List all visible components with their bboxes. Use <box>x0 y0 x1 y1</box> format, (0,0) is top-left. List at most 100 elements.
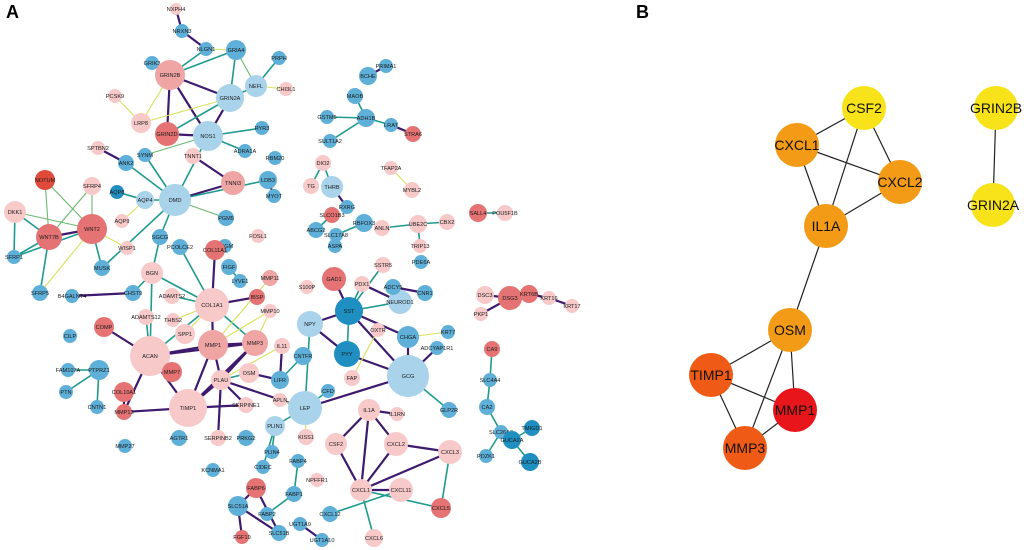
node-cxcl2[interactable]: CXCL2 <box>384 432 408 456</box>
node-trip13[interactable]: TRIP13 <box>411 239 430 253</box>
node-sptbn2[interactable]: SPTBN2 <box>87 141 109 155</box>
node-aspa[interactable]: ASPA <box>328 239 343 253</box>
node-krt6b[interactable]: KRT6B <box>520 285 538 303</box>
node-pcolce2[interactable]: PCOLCE2 <box>167 239 193 255</box>
node-sult1a2[interactable]: SULT1A2 <box>318 134 342 148</box>
node-adra1a[interactable]: ADRA1A <box>234 144 257 158</box>
node-thbs2[interactable]: THBS2 <box>164 313 182 327</box>
node-il1rn[interactable]: IL1RN <box>389 407 405 421</box>
node-comp[interactable]: COMP <box>94 317 114 337</box>
node-acan[interactable]: ACAN <box>130 336 170 376</box>
node-pcsk9[interactable]: PCSK9 <box>106 89 124 103</box>
node-il11[interactable]: IL11 <box>274 338 290 354</box>
node-adamts2[interactable]: ADAMTS2 <box>159 288 185 304</box>
node-cxcl1[interactable]: CXCL1 <box>774 123 820 167</box>
node-serpine1[interactable]: SERPINE1 <box>232 397 260 413</box>
node-lep[interactable]: LEP <box>288 391 322 425</box>
node-tnni3[interactable]: TNNI3 <box>221 171 245 195</box>
node-mmp13[interactable]: MMP13 <box>114 404 134 420</box>
node-myot[interactable]: MYOT <box>266 189 283 203</box>
node-timp1[interactable]: TIMP1 <box>689 353 733 397</box>
node-plau[interactable]: PLAU <box>211 370 231 390</box>
node-col10a1[interactable]: COL10A1 <box>112 382 137 402</box>
node-slc51a[interactable]: SLC51A <box>228 496 249 516</box>
node-lifr[interactable]: LIFR <box>271 371 289 389</box>
node-fap[interactable]: FAP <box>344 370 360 386</box>
node-sgcg[interactable]: SGCG <box>152 229 168 245</box>
node-chga[interactable]: CHGA <box>397 326 419 348</box>
node-thrb[interactable]: THRB <box>321 176 343 198</box>
node-mybl2[interactable]: MYBL2 <box>403 182 421 198</box>
node-sall4[interactable]: SALL4 <box>469 204 487 222</box>
node-cidec[interactable]: CIDEC <box>254 460 272 474</box>
node-pou5f1b[interactable]: POU5F1B <box>492 205 518 221</box>
node-chst9[interactable]: CHST9 <box>124 285 142 301</box>
node-gria4[interactable]: GRIA4 <box>226 40 246 60</box>
node-mmp27[interactable]: MMP27 <box>115 439 135 453</box>
node-ptprz1[interactable]: PTPRZ1 <box>88 360 110 380</box>
node-agtr1[interactable]: AGTR1 <box>170 430 189 446</box>
node-csf2[interactable]: CSF2 <box>325 433 347 455</box>
node-nrxn3[interactable]: NRXN3 <box>173 24 192 38</box>
node-bche[interactable]: BCHE <box>359 67 377 85</box>
node-adcyap1r1[interactable]: ADCYAP1R1 <box>421 341 454 355</box>
node-dkk1[interactable]: DKK1 <box>4 201 26 223</box>
node-neurod1[interactable]: NEUROD1 <box>386 290 414 314</box>
node-dsg3[interactable]: DSG3 <box>498 286 522 310</box>
node-wisp1[interactable]: WISP1 <box>118 241 136 255</box>
node-osm[interactable]: OSM <box>239 363 259 383</box>
node-gad1[interactable]: GAD1 <box>322 267 346 291</box>
node-tg[interactable]: TG <box>303 178 319 194</box>
node-chi3l1[interactable]: CHI3L1 <box>277 82 296 96</box>
node-krt7[interactable]: KRT7 <box>441 325 455 339</box>
node-grin2d[interactable]: GRIN2D <box>155 122 179 146</box>
node-lrat[interactable]: LRAT <box>384 118 399 132</box>
node-cbx2[interactable]: CBX2 <box>439 214 455 230</box>
node-dsc3[interactable]: DSC3 <box>476 286 494 304</box>
node-fosl1[interactable]: FOSL1 <box>249 229 267 243</box>
node-mmp11[interactable]: MMP11 <box>261 270 280 286</box>
node-bgn[interactable]: BGN <box>141 262 163 284</box>
node-pdzk1[interactable]: PDZK1 <box>477 449 495 463</box>
node-stra6[interactable]: STRA6 <box>404 126 422 142</box>
node-serpinb2[interactable]: SERPINB2 <box>204 430 232 446</box>
node-ube2c[interactable]: UBE2C <box>409 215 428 233</box>
node-il1a[interactable]: IL1A <box>358 399 380 421</box>
node-rbfox3[interactable]: RBFOX3 <box>353 214 375 232</box>
node-gstm5[interactable]: GSTM5 <box>317 110 337 124</box>
node-cxcl1[interactable]: CXCL1 <box>350 479 372 501</box>
node-grin2a[interactable]: GRIN2A <box>216 84 244 112</box>
node-pdx1[interactable]: PDX1 <box>354 276 370 292</box>
node-cxcl6[interactable]: CXCL6 <box>365 529 383 547</box>
node-aqp4[interactable]: AQP4 <box>136 191 154 209</box>
node-grin2b[interactable]: GRIN2B <box>155 60 185 90</box>
node-apln[interactable]: APLN <box>273 393 288 407</box>
node-prima1[interactable]: PRIMA1 <box>376 59 397 73</box>
node-slc17a8[interactable]: SLC17A8 <box>324 228 348 242</box>
node-b4galnt4[interactable]: B4GALNT4 <box>58 289 87 303</box>
node-ca2[interactable]: CA2 <box>479 399 495 415</box>
node-oxtr[interactable]: OXTR <box>370 323 386 337</box>
node-wnt7b[interactable]: WNT7B <box>36 224 62 250</box>
node-cxcl11[interactable]: CXCL11 <box>389 478 413 502</box>
node-ank2[interactable]: ANK2 <box>118 155 134 171</box>
node-adh1b[interactable]: ADH1B <box>357 109 376 127</box>
node-sfrp1[interactable]: SFRP1 <box>5 250 23 264</box>
node-dio2[interactable]: DIO2 <box>315 155 331 171</box>
node-cxcl5[interactable]: CXCL5 <box>431 498 451 518</box>
node-rxrg[interactable]: RXRG <box>339 200 355 214</box>
node-ptn[interactable]: PTN <box>59 385 73 399</box>
node-grin2a[interactable]: GRIN2A <box>967 183 1020 227</box>
node-fabp4[interactable]: FABP4 <box>289 454 307 468</box>
node-cxcl3[interactable]: CXCL3 <box>438 440 462 464</box>
node-pyy[interactable]: PYY <box>334 341 360 367</box>
node-nos1[interactable]: NOS1 <box>193 121 223 151</box>
node-cntfr[interactable]: CNTFR <box>294 347 313 365</box>
node-pde6a[interactable]: PDE6A <box>412 255 431 269</box>
node-glp2r[interactable]: GLP2R <box>440 402 458 418</box>
node-krt17[interactable]: KRT17 <box>563 299 581 313</box>
node-ryr3[interactable]: RYR3 <box>255 121 270 135</box>
node-col1a1[interactable]: COL1A1 <box>195 288 229 322</box>
node-nefl[interactable]: NEFL <box>245 75 267 97</box>
node-cxcl12[interactable]: CXCL12 <box>319 506 341 522</box>
